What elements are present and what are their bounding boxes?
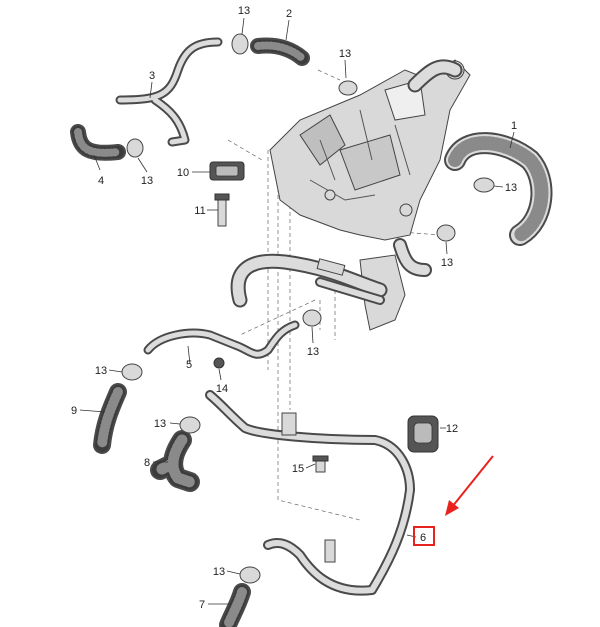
hose-1 xyxy=(444,132,553,246)
callout-label: 7 xyxy=(199,599,205,611)
pipe-6 xyxy=(205,390,415,596)
hose-9 xyxy=(93,383,127,454)
callout-label: 4 xyxy=(98,175,104,187)
callout-label: 13 xyxy=(95,365,107,377)
callout-label: 1 xyxy=(511,120,517,132)
small-parts xyxy=(209,161,439,473)
hose-7 xyxy=(219,583,251,627)
callout-label: 2 xyxy=(286,8,292,20)
callout-label: 13 xyxy=(141,175,153,187)
callout-label: 9 xyxy=(71,405,77,417)
highlight-box xyxy=(413,526,435,546)
callout-label: 12 xyxy=(446,423,458,435)
hose-2 xyxy=(250,37,310,66)
callout-label: 5 xyxy=(186,359,192,371)
pipe-3 xyxy=(115,37,223,147)
hose-8 xyxy=(150,430,200,492)
pipe-5 xyxy=(143,320,300,359)
callout-label: 15 xyxy=(292,463,304,475)
arrow-head-icon xyxy=(445,500,459,516)
callout-label: 13 xyxy=(238,5,250,17)
highlight-arrow xyxy=(451,455,494,508)
callout-label: 13 xyxy=(213,566,225,578)
heater-unit xyxy=(269,59,471,331)
callout-label: 13 xyxy=(505,182,517,194)
hose-4 xyxy=(70,124,126,161)
highlight-marker xyxy=(413,455,494,546)
callout-label: 3 xyxy=(149,70,155,82)
callout-label: 11 xyxy=(194,205,205,217)
hose-clamps xyxy=(121,33,495,584)
callout-label: 13 xyxy=(339,48,351,60)
callout-label: 13 xyxy=(441,257,453,269)
callout-label: 13 xyxy=(154,418,166,430)
callout-label: 13 xyxy=(307,346,319,358)
callout-label: 10 xyxy=(177,167,189,179)
pipe-assembly xyxy=(230,253,388,308)
callout-label: 14 xyxy=(216,383,228,395)
callout-label: 8 xyxy=(144,457,150,469)
callout-labels: 13 2 13 3 1 4 13 10 13 11 13 13 5 13 14 … xyxy=(71,5,517,611)
callout-label: 6 xyxy=(420,532,426,544)
